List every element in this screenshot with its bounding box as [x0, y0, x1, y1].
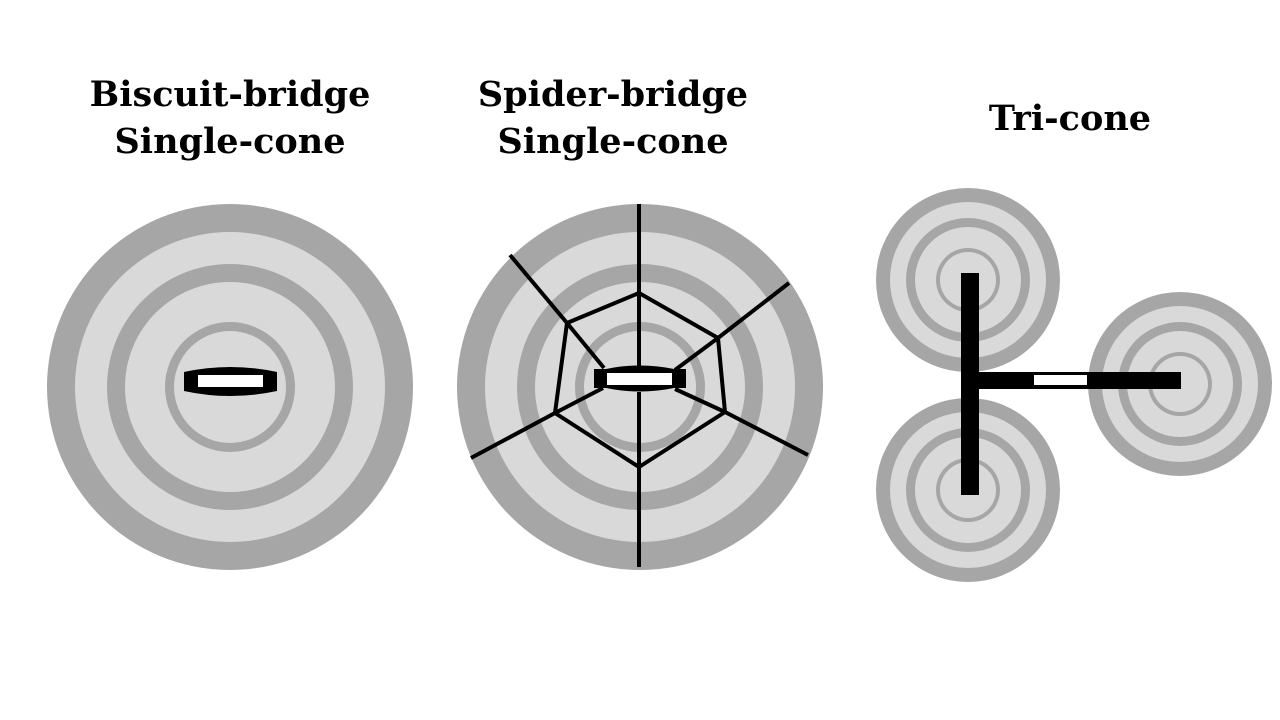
- saddle: [198, 375, 263, 387]
- title-line-1: Tri-cone: [988, 98, 1152, 139]
- title-biscuit-bridge-single-cone: Biscuit-bridge Single-cone: [30, 71, 430, 165]
- spider-bridge: [470, 204, 809, 567]
- spider-cone-diagram: [457, 204, 823, 570]
- title-line-1: Spider-bridge: [477, 74, 749, 115]
- biscuit-cone-diagram: [47, 204, 413, 570]
- title-spider-bridge-single-cone: Spider-bridge Single-cone: [413, 71, 813, 165]
- tricone-diagram: [876, 188, 1272, 582]
- saddle: [1034, 375, 1087, 385]
- title-line-1: Biscuit-bridge: [89, 74, 371, 115]
- title-line-2: Single-cone: [114, 121, 346, 162]
- title-tri-cone: Tri-cone: [870, 95, 1270, 142]
- t-bridge-vertical: [961, 273, 979, 495]
- saddle: [607, 373, 672, 385]
- title-line-2: Single-cone: [497, 121, 729, 162]
